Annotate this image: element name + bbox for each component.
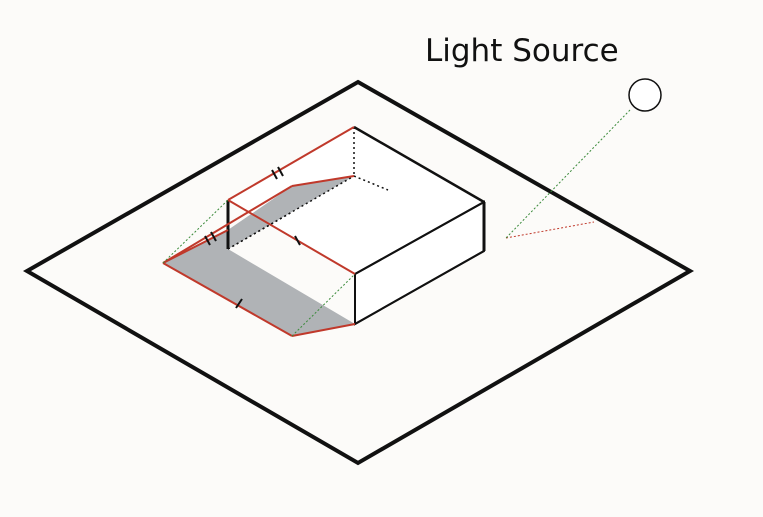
red-line-shadow-bottom (162, 262, 293, 337)
tick-double-left-a (204, 235, 211, 246)
box-edge-back-right (353, 125, 485, 204)
hidden-edge-back-right (353, 175, 389, 191)
red-line-top-back (227, 126, 355, 201)
red-light-direction-line (505, 221, 595, 239)
light-source-circle (628, 78, 662, 112)
hidden-edge-left-top (227, 175, 355, 250)
red-line-shadow-diagonal (162, 185, 293, 264)
tick-double-top-a (271, 169, 278, 180)
box-edge-front-right (354, 201, 485, 275)
red-line-shadow-right (291, 323, 356, 337)
ground-plane (22, 79, 695, 466)
tick-single-bottom (235, 298, 243, 309)
tick-double-left-b (210, 231, 217, 242)
hidden-edge-left-bottom (227, 211, 293, 250)
green-light-rays (162, 109, 631, 337)
red-line-shadow-left (162, 229, 229, 264)
shadow-region-ground (163, 230, 355, 336)
tick-marks (204, 166, 301, 309)
red-line-shadow-top (291, 175, 355, 187)
green-ray-source (505, 109, 631, 239)
tick-double-top-b (277, 166, 284, 177)
green-ray-front-corner (291, 273, 356, 337)
light-source-label: Light Source (425, 33, 619, 69)
box-edge-bottom-right (354, 250, 485, 325)
green-ray-top-corner (162, 199, 229, 264)
red-construction-lines (162, 126, 356, 337)
tick-single-top (294, 235, 301, 246)
